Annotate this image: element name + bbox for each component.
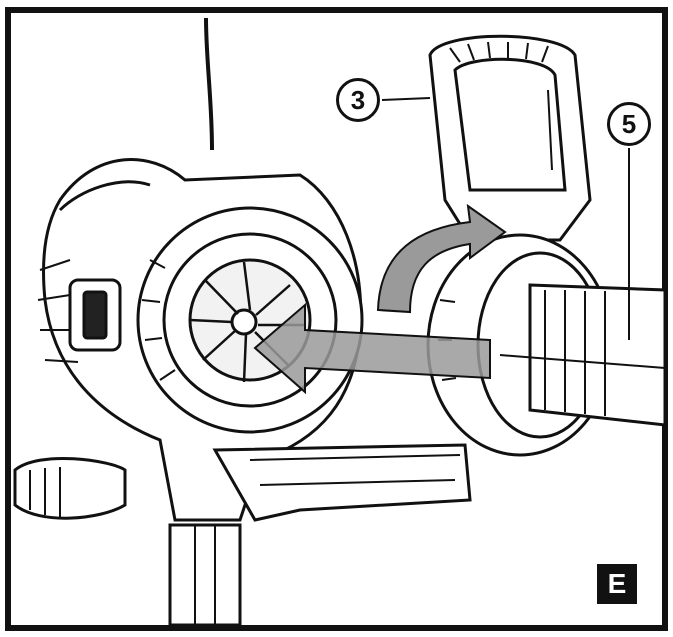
figure-badge: E — [597, 564, 637, 604]
fan-impeller — [136, 206, 364, 434]
curved-rotation-arrow-icon — [376, 203, 507, 314]
insertion-arrow-icon — [253, 302, 491, 395]
callout-3: 3 — [336, 78, 380, 122]
blower-tube — [499, 283, 667, 427]
power-cord — [204, 17, 214, 151]
top-handle — [428, 34, 592, 242]
lower-duct — [168, 443, 472, 627]
callout-3-label: 3 — [350, 84, 366, 115]
callout-3-leader — [381, 97, 431, 101]
callout-5-label: 5 — [621, 108, 637, 139]
callout-5: 5 — [607, 102, 651, 146]
rear-handle — [13, 457, 127, 520]
